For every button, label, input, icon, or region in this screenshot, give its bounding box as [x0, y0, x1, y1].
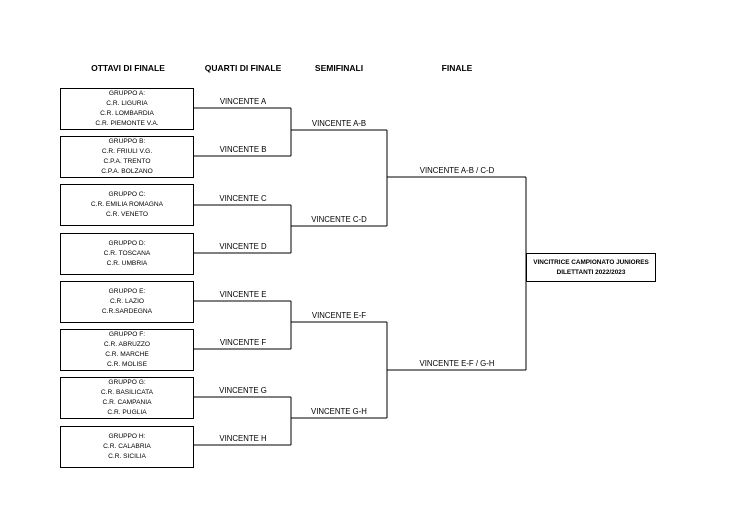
team-name: C.R. MARCHE: [105, 351, 149, 358]
team-name: C.R.SARDEGNA: [101, 308, 153, 316]
quarter-label: VINCENTE B: [219, 145, 267, 154]
quarter-label: VINCENTE G: [219, 386, 267, 395]
team-name: C.R. TOSCANA: [103, 249, 151, 257]
winner-title: VINCITRICE CAMPIONATO JUNIORES: [533, 258, 649, 266]
group-title: GRUPPO G:: [108, 378, 146, 386]
quarter-label: VINCENTE F: [219, 338, 267, 347]
winner-season: DILETTANTI 2022/2023: [556, 268, 626, 276]
group-title: GRUPPO C:: [108, 190, 146, 198]
semi-label: VINCENTE C-D: [311, 215, 367, 224]
group-box: GRUPPO G: C.R. BASILICATA C.R. CAMPANIA C.R…: [60, 377, 194, 419]
group-title: GRUPPO D:: [108, 239, 146, 247]
group-title: GRUPPO F:: [108, 330, 146, 338]
winner-box: VINCITRICE CAMPIONATO JUNIORES DILETTANT…: [526, 253, 656, 282]
team-name: C.R. BASILICATA: [100, 388, 154, 396]
group-box: GRUPPO F: C.R. ABRUZZO C.R. MARCHE C.R. MOL…: [60, 329, 194, 371]
team-name: C.R. VENETO: [105, 211, 148, 219]
group-box: GRUPPO H: C.R. CALABRIA C.R. SICILIA: [60, 426, 194, 468]
team-name: C.R. CALABRIA: [103, 442, 151, 450]
header-finale: FINALE: [441, 63, 473, 73]
header-ottavi: OTTAVI DI FINALE: [91, 63, 165, 73]
team-name: C.R. FRIULI V.G.: [101, 147, 153, 155]
team-name: C.R. MOLISE: [107, 361, 147, 369]
quarter-label: VINCENTE E: [219, 290, 267, 299]
quarter-label: VINCENTE A: [219, 97, 267, 106]
group-title: GRUPPO A:: [108, 89, 146, 97]
group-title: GRUPPO E:: [108, 287, 146, 295]
final-label: VINCENTE E-F / G-H: [419, 359, 495, 368]
team-name: C.R. PIEMONTE V.A.: [95, 120, 159, 128]
semi-label: VINCENTE E-F: [311, 311, 367, 320]
quarter-label: VINCENTE C: [219, 194, 267, 203]
group-box: GRUPPO B: C.R. FRIULI V.G. C.P.A. TRENTO C.…: [60, 136, 194, 178]
team-name: C.R. LIGURIA: [106, 99, 148, 107]
team-name: C.R. LOMBARDIA: [100, 110, 154, 117]
group-box: GRUPPO D: C.R. TOSCANA C.R. UMBRIA: [60, 233, 194, 275]
team-name: C.P.A. BOLZANO: [101, 168, 153, 176]
team-name: C.R. UMBRIA: [106, 260, 148, 268]
team-name: C.R. LAZIO: [109, 297, 145, 305]
quarter-label: VINCENTE H: [219, 434, 267, 443]
team-name: C.R. SICILIA: [108, 453, 146, 461]
team-name: C.R. CAMPANIA: [102, 399, 152, 406]
group-box: GRUPPO C: C.R. EMILIA ROMAGNA C.R. VENETO: [60, 184, 194, 226]
group-box: GRUPPO A: C.R. LIGURIA C.R. LOMBARDIA C.R. …: [60, 88, 194, 130]
quarter-label: VINCENTE D: [219, 242, 267, 251]
group-title: GRUPPO H:: [108, 432, 146, 440]
header-quarti: QUARTI DI FINALE: [204, 63, 282, 73]
semi-label: VINCENTE A-B: [311, 119, 367, 128]
final-label: VINCENTE A-B / C-D: [419, 166, 495, 175]
team-name: C.R. ABRUZZO: [103, 340, 151, 348]
team-name: C.R. EMILIA ROMAGNA: [90, 200, 164, 208]
group-box: GRUPPO E: C.R. LAZIO C.R.SARDEGNA: [60, 281, 194, 323]
semi-label: VINCENTE G-H: [311, 407, 367, 416]
team-name: C.P.A. TRENTO: [103, 158, 151, 165]
group-title: GRUPPO B:: [108, 137, 146, 145]
header-semifinali: SEMIFINALI: [314, 63, 364, 73]
team-name: C.R. PUGLIA: [107, 409, 147, 417]
